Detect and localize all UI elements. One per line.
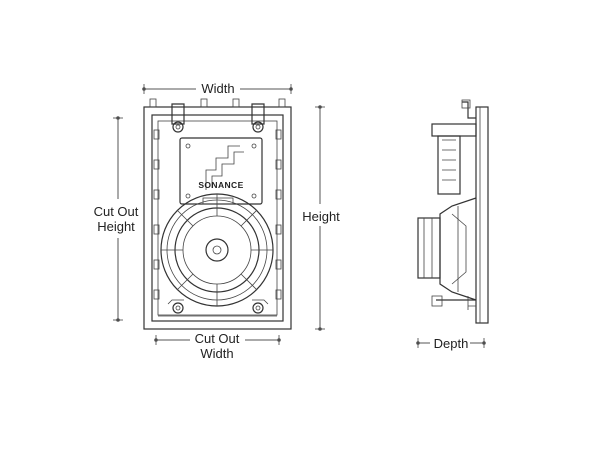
cutout-height-dimension (113, 116, 123, 322)
side-magnet (417, 217, 441, 279)
cutout-width-label-line2: Width (200, 346, 233, 361)
cutout-width-label-line1: Cut Out (195, 331, 240, 346)
top-mid-right-tab (232, 98, 240, 108)
brand-logo: SONANCE (198, 180, 243, 190)
front-bezel (157, 120, 278, 316)
depth-label: Depth (434, 336, 469, 351)
top-left-clamp (171, 103, 185, 133)
top-right-clamp (251, 103, 265, 133)
side-crossover-housing (431, 123, 477, 137)
top-left-tab (149, 98, 157, 108)
left-side-slots (153, 129, 160, 300)
width-label: Width (201, 81, 234, 96)
bottom-left-clamp (167, 299, 184, 314)
side-baffle (475, 106, 489, 324)
cutout-height-label-line2: Height (97, 219, 135, 234)
front-view: SONANCE (143, 98, 292, 330)
front-outer-frame (143, 106, 292, 330)
cutout-width-dimension (154, 335, 281, 345)
width-dimension (142, 84, 293, 94)
height-label: Height (302, 209, 340, 224)
woofer (160, 193, 274, 307)
top-right-tab (278, 98, 286, 108)
side-view (417, 99, 489, 324)
bottom-right-clamp (252, 299, 269, 314)
crossover-plate (179, 137, 263, 205)
height-dimension (315, 105, 325, 331)
front-inner-frame (151, 114, 284, 322)
right-side-slots (275, 129, 282, 300)
cutout-height-label-line1: Cut Out (94, 204, 139, 219)
depth-dimension (416, 338, 486, 348)
top-mid-left-tab (200, 98, 208, 108)
